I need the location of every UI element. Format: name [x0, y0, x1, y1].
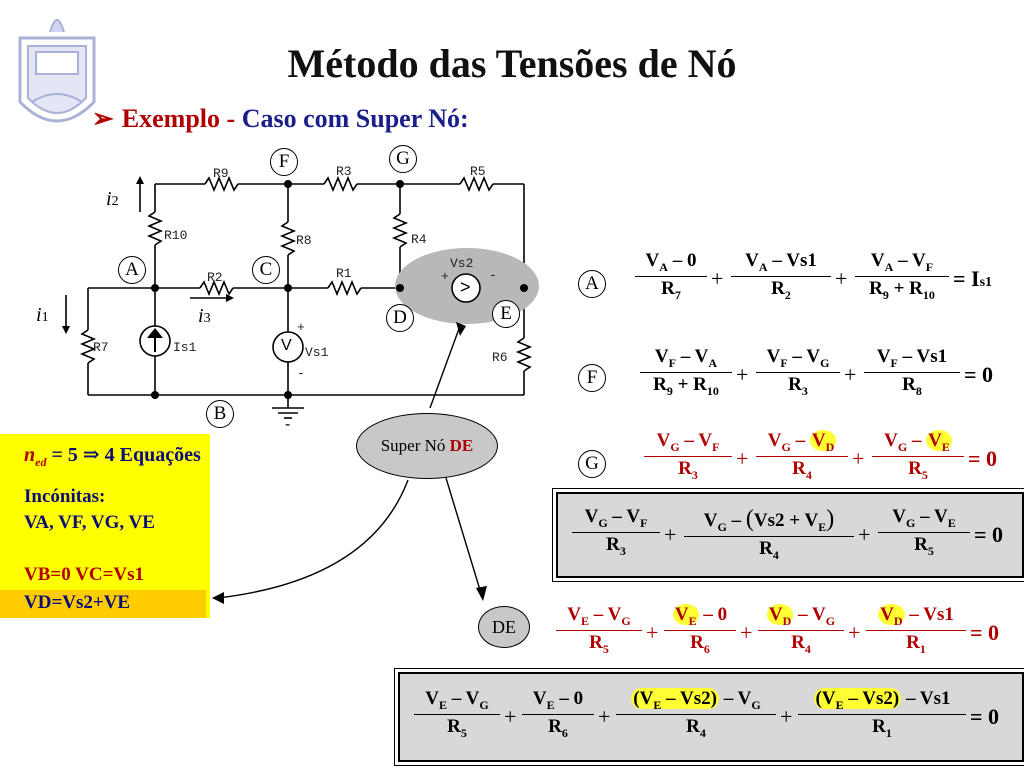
constraint-box: VD=Vs2+VE [0, 590, 206, 618]
label-r4: R4 [411, 232, 427, 247]
unknowns-title: Incónitas: [24, 486, 106, 507]
ned-line: ned = 5 ⇒ 4 Equações [24, 444, 201, 469]
info-box: ned = 5 ⇒ 4 Equações Incónitas: VA, VF, … [0, 434, 210, 618]
current-i1: i1 [36, 304, 49, 326]
vs2-plus: + [441, 269, 449, 284]
vs1-symbol: V [281, 337, 292, 354]
eq-label-a: A [578, 270, 606, 298]
vs1-minus: - [297, 366, 305, 381]
node-g: G [389, 145, 417, 173]
vs2-symbol: > [460, 277, 471, 297]
current-i3: i3 [198, 305, 211, 327]
label-r6: R6 [492, 350, 508, 365]
vs1-plus: + [297, 320, 305, 335]
known-voltages: VB=0 VC=Vs1 [24, 564, 145, 585]
label-r9: R9 [213, 166, 229, 181]
label-r10: R10 [164, 228, 188, 243]
subtitle-topic: Caso com Super Nó: [241, 104, 469, 133]
university-crest-icon [14, 2, 100, 142]
label-r1: R1 [336, 266, 352, 281]
unknowns-list: VA, VF, VG, VE [24, 512, 155, 533]
node-b: B [206, 400, 234, 428]
supernode-bubble: Super Nó DE [356, 413, 498, 479]
constraint-equation: VD=Vs2+VE [24, 592, 131, 613]
current-i2: i2 [106, 188, 119, 210]
page-title: Método das Tensões de Nó [287, 41, 737, 86]
subtitle-prefix: Exemplo - [121, 104, 242, 133]
label-r5: R5 [470, 164, 486, 179]
bullet-arrow-icon: ➢ [92, 104, 114, 133]
node-e: E [492, 300, 520, 328]
label-vs2: Vs2 [450, 256, 474, 271]
eq-label-g: G [578, 450, 606, 478]
label-vs1: Vs1 [305, 345, 329, 360]
supernode-arrows [212, 477, 487, 604]
ground-minus: - [285, 416, 291, 433]
label-is1: Is1 [173, 340, 197, 355]
label-r8: R8 [296, 233, 312, 248]
node-c: C [252, 256, 280, 284]
node-a: A [118, 256, 146, 284]
node-d: D [386, 304, 414, 332]
label-r2: R2 [207, 270, 223, 285]
label-r3: R3 [336, 164, 352, 179]
node-de: DE [478, 606, 530, 648]
vs2-minus: - [489, 268, 497, 283]
node-f: F [270, 148, 298, 176]
subtitle: ➢Exemplo - Caso com Super Nó: [92, 104, 469, 134]
eq-label-f: F [578, 364, 606, 392]
circuit-diagram [62, 175, 539, 419]
label-r7: R7 [93, 340, 109, 355]
